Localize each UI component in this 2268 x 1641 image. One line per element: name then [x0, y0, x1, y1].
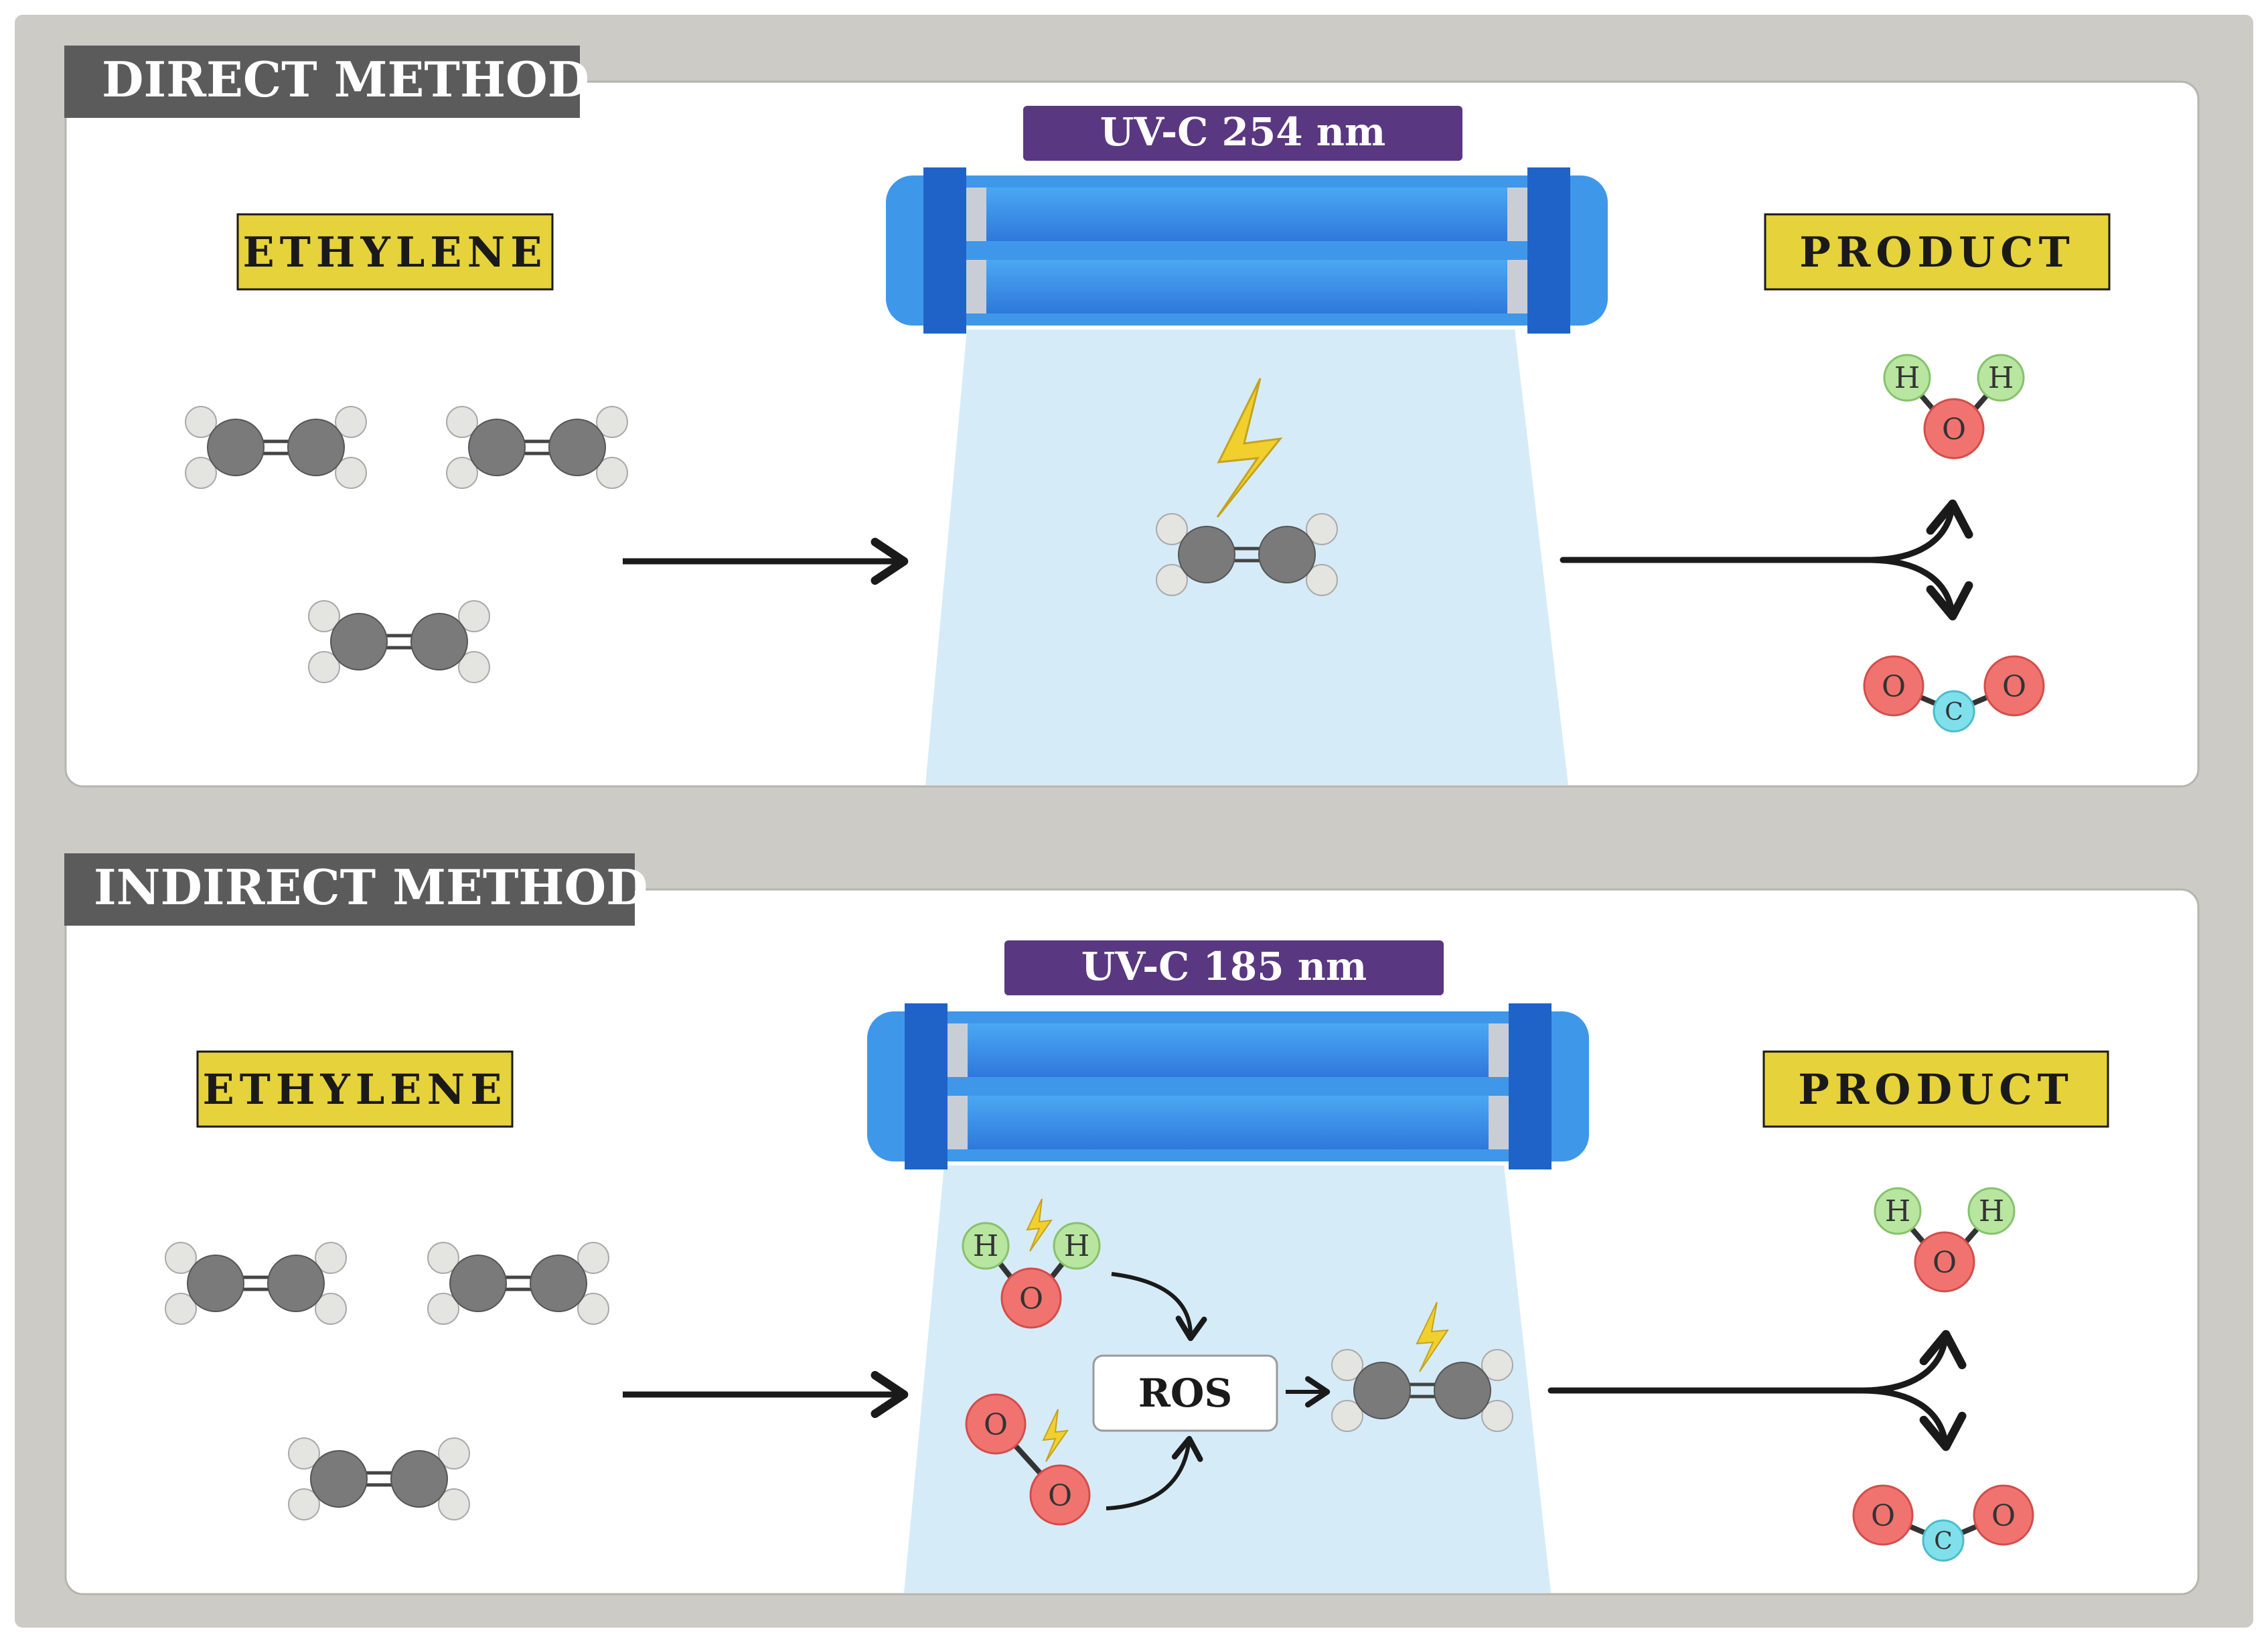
hydrogen-atom-label: H [1894, 361, 1920, 395]
direct-ethylene-label: ETHYLENE [242, 228, 547, 277]
oxygen-atom-label: O [1019, 1282, 1043, 1316]
oxygen-molecule-excited: O O [965, 1393, 1091, 1526]
indirect-method-tab-label: INDIRECT METHOD [94, 859, 648, 916]
indirect-ethylene-label-box [196, 1050, 514, 1128]
indirect-product-label-box [1762, 1050, 2109, 1128]
lightning-bolt-icon [1042, 1409, 1069, 1462]
oxygen-atom-label: O [1991, 1499, 2016, 1533]
hydrogen-atom-label: H [973, 1229, 998, 1263]
carbon-dioxide-molecule: O O C [1863, 655, 2045, 733]
water-molecule-excited: H H O [962, 1222, 1101, 1329]
lightning-bolt-icon [1026, 1198, 1053, 1252]
carbon-atom-label: C [1945, 699, 1963, 726]
indirect-method-panel: INDIRECT METHOD UV-C 185 nm ETHYLENE PRO… [64, 853, 2200, 1595]
ethylene-molecule [308, 600, 490, 683]
direct-method-tab [64, 46, 580, 118]
ethylene-molecule [288, 1437, 470, 1520]
hydrogen-atom-label: H [1885, 1194, 1910, 1228]
ethylene-molecule [427, 1242, 609, 1325]
lightning-bolt-icon [1416, 1301, 1450, 1372]
direct-uv-label-box [1023, 106, 1462, 161]
ros-box [1092, 1354, 1278, 1432]
indirect-output-split-arrow [1547, 1330, 1967, 1451]
carbon-dioxide-molecule: O O C [1852, 1484, 2034, 1562]
direct-method-panel: DIRECT METHOD UV-C 254 nm ETHYLENE PRODU… [64, 46, 2200, 788]
ethylene-molecule [165, 1242, 347, 1325]
indirect-product-label: PRODUCT [1798, 1065, 2073, 1114]
indirect-uv-label-box [1004, 940, 1444, 995]
indirect-uv-lamp [867, 1003, 1589, 1169]
indirect-ethylene-label: ETHYLENE [202, 1065, 507, 1114]
ros-label: ROS [1138, 1370, 1233, 1416]
ethylene-molecule-excited [1331, 1349, 1513, 1432]
oxygen-atom-label: O [1933, 1246, 1957, 1280]
carbon-atom-label: C [1934, 1528, 1953, 1555]
hydrogen-atom-label: H [1988, 361, 2014, 395]
direct-output-split-arrow [1560, 499, 1973, 621]
indirect-method-tab [64, 853, 635, 926]
hydrogen-atom-label: H [1979, 1194, 2004, 1228]
indirect-uv-label: UV-C 185 nm [1081, 944, 1367, 989]
direct-method-tab-label: DIRECT METHOD [102, 51, 589, 108]
direct-uv-beam [925, 330, 1568, 785]
ethylene-molecule [185, 406, 367, 489]
direct-ethylene-label-box [236, 213, 554, 291]
direct-uv-label: UV-C 254 nm [1100, 109, 1386, 155]
hydrogen-atom-label: H [1064, 1229, 1089, 1263]
water-molecule: H H O [1883, 354, 2025, 459]
oxygen-atom-label: O [984, 1408, 1008, 1442]
ethylene-molecule [446, 406, 628, 489]
oxygen-atom-label: O [1942, 413, 1966, 447]
direct-uv-lamp [886, 167, 1608, 334]
oxygen-to-ros-arrow [1106, 1435, 1203, 1510]
oxygen-atom-label: O [1882, 670, 1906, 704]
oxygen-atom-label: O [1048, 1479, 1072, 1513]
direct-product-label: PRODUCT [1799, 228, 2074, 277]
oxygen-atom-label: O [1871, 1499, 1895, 1533]
ethylene-molecule-excited [1156, 513, 1338, 596]
water-molecule: H H O [1874, 1187, 2016, 1293]
lightning-bolt-icon [1216, 378, 1283, 518]
direct-product-label-box [1764, 213, 2111, 291]
water-to-ros-arrow [1111, 1272, 1207, 1342]
oxygen-atom-label: O [2002, 670, 2026, 704]
